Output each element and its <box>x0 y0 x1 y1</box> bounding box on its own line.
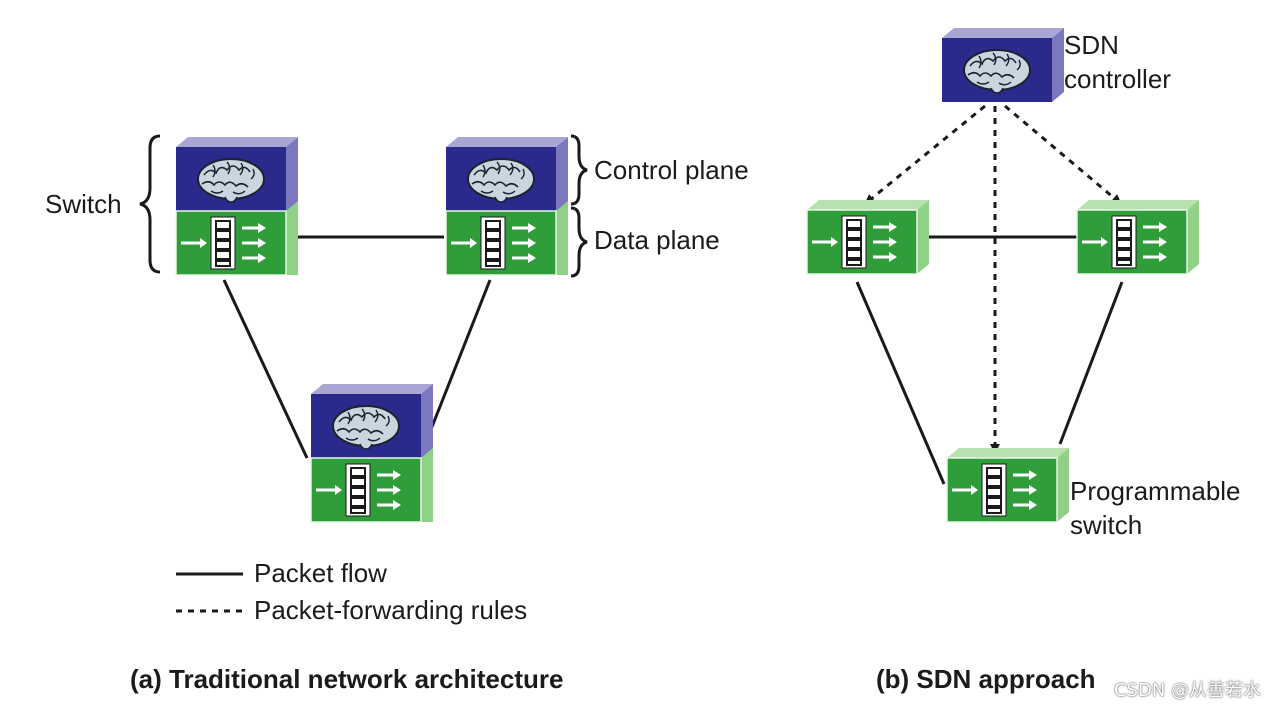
prog-switch-left <box>807 200 929 274</box>
caption-b: (b) SDN approach <box>876 664 1096 694</box>
switch-top-left <box>176 137 298 275</box>
prog-switch-bottom <box>947 448 1069 522</box>
programmable-switch-label-line2: switch <box>1070 510 1143 540</box>
sdn-controller-label-line2: controller <box>1064 64 1171 94</box>
link-left-bottom <box>222 279 309 459</box>
programmable-switch-label-line1: Programmable <box>1070 476 1241 506</box>
switch-top-right <box>446 137 568 275</box>
switch-brace <box>139 134 161 274</box>
data-plane-label: Data plane <box>594 225 720 255</box>
switch-label: Switch <box>45 189 122 219</box>
rule-arrow-right <box>1004 104 1122 205</box>
sdn-controller-box <box>942 28 1064 102</box>
caption-a: (a) Traditional network architecture <box>130 664 564 694</box>
sdn-link-left-bottom <box>855 281 946 485</box>
control-plane-brace <box>570 134 588 206</box>
switch-bottom <box>311 384 433 522</box>
legend-packet-flow: Packet flow <box>254 558 387 588</box>
legend-forwarding-rules: Packet-forwarding rules <box>254 595 528 625</box>
rule-arrow-left <box>864 104 986 205</box>
control-plane-label: Control plane <box>594 155 749 185</box>
sdn-controller-label-line1: SDN <box>1064 30 1119 60</box>
link-right-bottom <box>424 279 492 443</box>
prog-switch-right <box>1077 200 1199 274</box>
sdn-link-right-bottom <box>1058 281 1124 445</box>
watermark: CSDN @从善若水 <box>1114 680 1262 701</box>
data-plane-brace <box>570 206 588 278</box>
